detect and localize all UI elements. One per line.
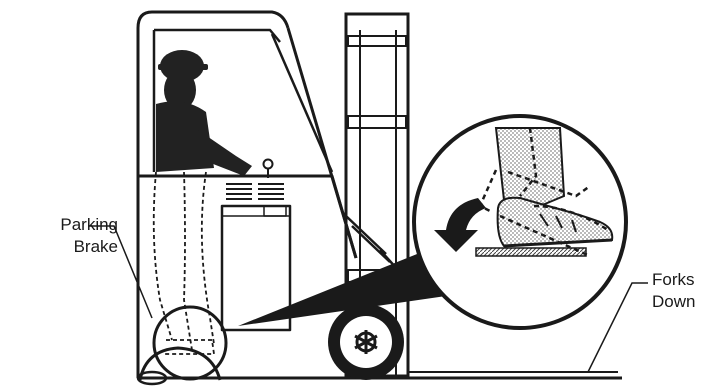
lift-lever	[346, 216, 398, 270]
hidden-lines	[154, 172, 214, 354]
forks	[408, 362, 622, 378]
parking-brake-label: Parking Brake	[6, 214, 118, 258]
parking-brake-label-line1: Parking	[6, 214, 118, 236]
forks-down-label-line2: Down	[652, 291, 718, 313]
forks-down-label-line1: Forks	[652, 269, 718, 291]
parking-brake-label-line2: Brake	[6, 236, 118, 258]
front-wheel	[328, 304, 404, 380]
engine-vents	[226, 184, 284, 199]
forks-down-label: Forks Down	[652, 269, 718, 313]
pedal-detail	[414, 116, 626, 328]
operator-silhouette	[156, 50, 252, 176]
